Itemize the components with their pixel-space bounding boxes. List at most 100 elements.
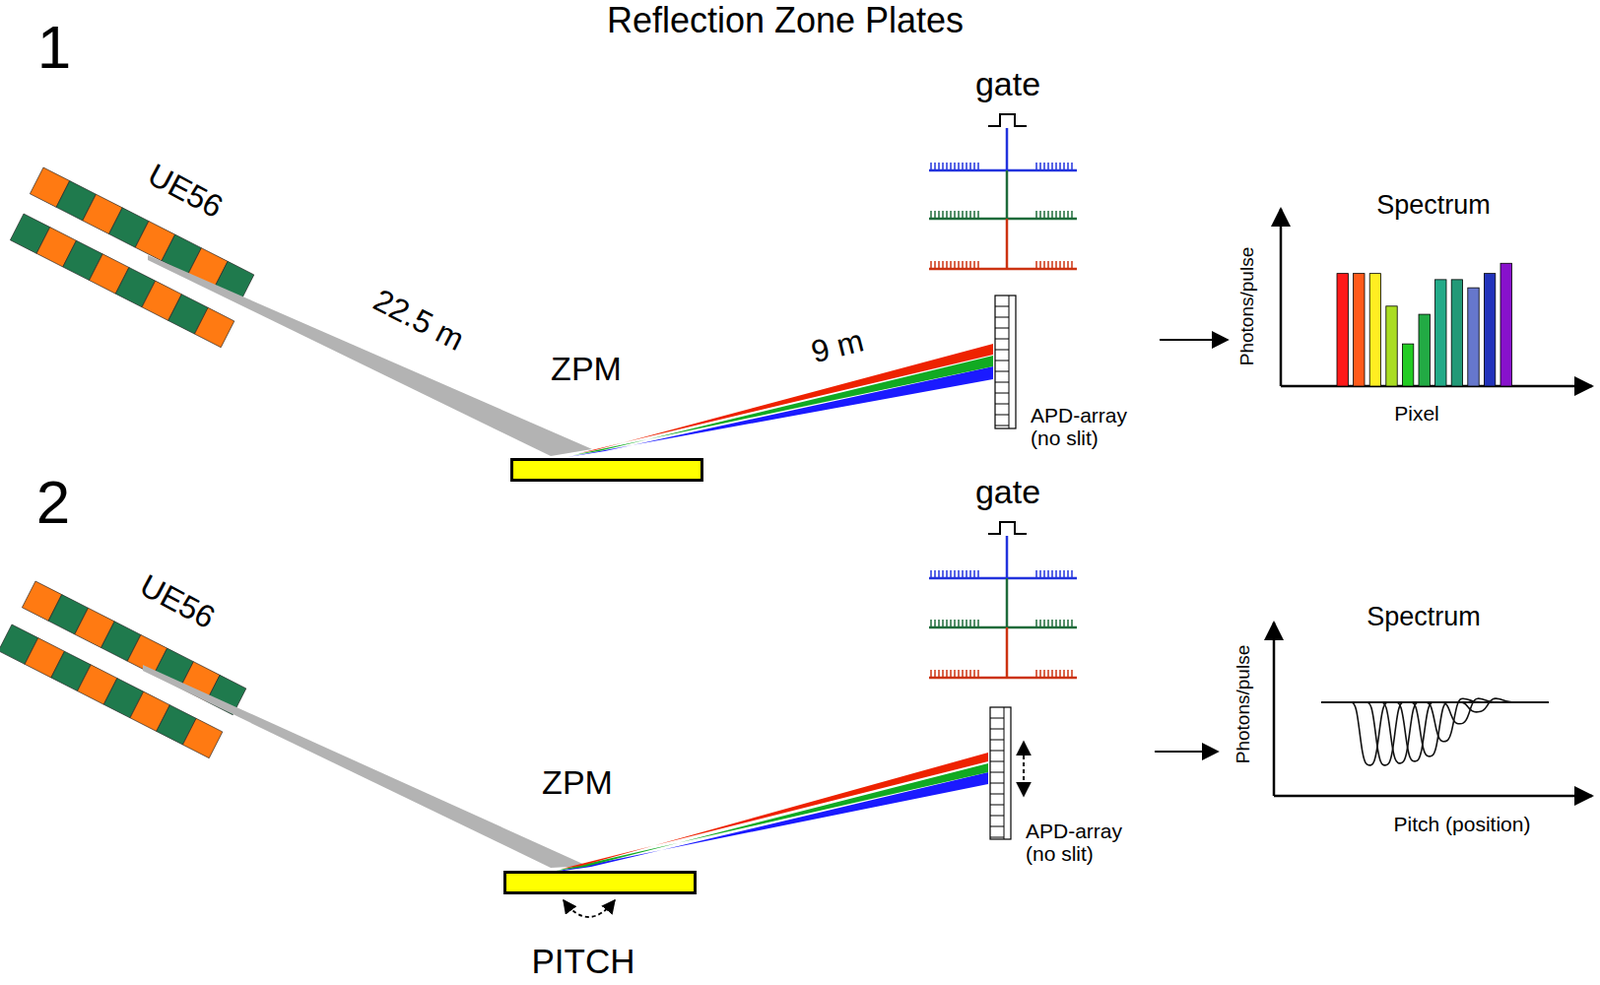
x-ray-beam <box>142 665 588 868</box>
gate-comb-tooth <box>965 261 968 269</box>
rocking-curve <box>1321 698 1549 725</box>
gate-comb-tooth <box>1070 261 1073 269</box>
spectrum-bar <box>1418 314 1430 387</box>
spectrum-bar <box>1386 306 1398 387</box>
gate-comb-tooth <box>961 669 964 678</box>
apd-array: APD-array (no slit) <box>988 291 1156 462</box>
apd-pixel-edge <box>990 804 1004 806</box>
undulator: UE56 <box>137 167 237 229</box>
signal-name: gate <box>975 66 1041 103</box>
gate-comb-tooth <box>973 162 976 171</box>
gate-comb-tooth <box>1043 261 1046 269</box>
rocking-curve <box>1321 702 1549 762</box>
beam-fan <box>142 665 588 868</box>
gate-comb-tooth <box>1043 669 1046 678</box>
gate-comb-tooth <box>1063 619 1066 628</box>
gate-comb-tooth <box>953 261 956 269</box>
gate-comb-tooth <box>973 570 976 579</box>
gate-comb-tooth <box>1070 570 1073 579</box>
chart-x-axis <box>1273 795 1593 799</box>
gate-comb-tooth <box>949 619 952 628</box>
x-ray-beam <box>147 255 593 457</box>
gate-comb-tooth <box>1035 261 1038 269</box>
magnet-block <box>182 718 222 758</box>
gate-comb-tooth <box>1066 619 1069 628</box>
apd-array-symbol <box>995 295 1016 429</box>
distance-label: 22.5 m <box>367 282 469 358</box>
gate-comb-tooth <box>1063 210 1066 219</box>
gate-comb-tooth <box>957 619 960 628</box>
gate-comb-tooth <box>1035 210 1038 219</box>
gate-comb-tooth <box>969 570 972 579</box>
apd-array: APD-array (no slit) <box>983 703 1151 873</box>
gate-comb-tooth <box>961 162 964 171</box>
gate-comb-tooth <box>1066 210 1069 219</box>
gate-line <box>1005 170 1009 219</box>
gate-comb-tooth <box>1051 570 1054 579</box>
gate-comb-tooth <box>1043 619 1046 628</box>
gate-comb-tooth <box>945 162 948 171</box>
apd-pixel-edge <box>995 403 1009 405</box>
gate-comb-tooth <box>1055 619 1058 628</box>
spectrum-bar <box>1467 287 1479 387</box>
gate-comb-tooth <box>969 162 972 171</box>
rocking-curve <box>1321 702 1549 766</box>
gate-comb-tooth <box>953 669 956 678</box>
gate-comb-tooth <box>937 162 940 171</box>
gate-comb-tooth <box>1051 210 1054 219</box>
gate-comb-tooth <box>1039 210 1042 219</box>
gate-comb-tooth <box>949 570 952 579</box>
gate-comb-tooth <box>933 210 936 219</box>
gate-comb-tooth <box>930 619 933 628</box>
undulator-label: UE56 <box>133 568 220 637</box>
axis-label: Pitch (position) <box>1394 812 1532 836</box>
spectrum-bar <box>1500 263 1512 387</box>
gate-comb-tooth <box>1070 210 1073 219</box>
signal-arrow <box>1159 339 1228 341</box>
apd-array-symbol <box>990 707 1011 840</box>
gate-comb-tooth <box>1035 162 1038 171</box>
beam-fan <box>567 366 994 458</box>
gate-comb-tooth <box>1051 669 1054 678</box>
magnet-block <box>194 307 234 347</box>
gate-comb-tooth <box>1059 619 1062 628</box>
gate-comb-tooth <box>1066 570 1069 579</box>
gate-comb-tooth <box>953 570 956 579</box>
signal-name: gate <box>975 473 1041 511</box>
gate-comb-tooth <box>973 619 976 628</box>
gate-comb-tooth <box>1059 669 1062 678</box>
gate-comb-tooth <box>937 261 940 269</box>
gate-comb-tooth <box>1063 162 1066 171</box>
gate-line <box>1005 128 1009 171</box>
apd-pixel-edge <box>990 794 1004 796</box>
gate-comb-tooth <box>949 210 952 219</box>
gate-comb-tooth <box>1047 162 1050 171</box>
apd-pixel-edge <box>995 306 1009 308</box>
gate-comb-tooth <box>1039 261 1042 269</box>
apd-pixel-edge <box>990 718 1004 720</box>
zone-plate-mirror: ZPM <box>510 349 704 482</box>
apd-pixel-edge <box>990 826 1004 828</box>
gate-line <box>1005 578 1009 628</box>
apd-pixel-edge <box>990 739 1004 741</box>
gate-comb-tooth <box>945 619 948 628</box>
gate-comb-tooth <box>1055 570 1058 579</box>
gate-comb-tooth <box>937 570 940 579</box>
gate-comb-tooth <box>1055 210 1058 219</box>
gate-comb-tooth <box>930 210 933 219</box>
diagram-title: Reflection Zone Plates <box>606 0 964 41</box>
gate-comb-tooth <box>945 261 948 269</box>
gate-comb-tooth <box>930 669 933 678</box>
spectrum-chart: SpectrumPhotons/pulsePitch (position) <box>1221 602 1597 841</box>
panel-number: 2 <box>36 468 70 536</box>
apd-pixel-edge <box>990 729 1004 731</box>
gate-comb-tooth <box>941 261 944 269</box>
gate-comb-tooth <box>1035 669 1038 678</box>
gate-comb-tooth <box>933 669 936 678</box>
beam-fan <box>573 355 994 456</box>
apd-pixel-edge <box>990 761 1004 763</box>
spectrum-bar <box>1401 343 1413 387</box>
spectrum-bar <box>1451 279 1463 387</box>
x-ray-beam <box>567 343 994 458</box>
